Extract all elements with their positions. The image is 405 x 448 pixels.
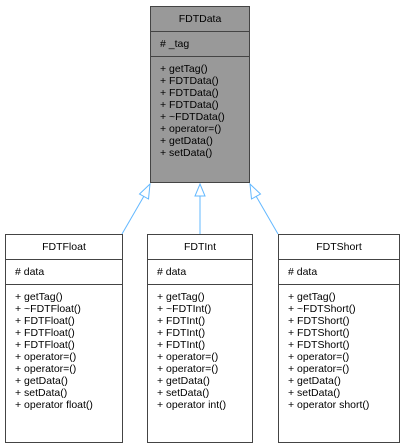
operation-assignment: + operator=() bbox=[15, 351, 77, 363]
operation-gettag: + getTag() bbox=[160, 63, 208, 75]
attribute-section-fdtfloat: # data bbox=[6, 259, 122, 284]
operation-constructor: + FDTInt() bbox=[157, 315, 206, 327]
operation-getdata: + getData() bbox=[160, 135, 213, 147]
operation-gettag: + getTag() bbox=[15, 291, 63, 303]
operation-constructor: + FDTShort() bbox=[288, 327, 350, 339]
operation-conversion: + operator float() bbox=[15, 399, 93, 411]
class-box-fdtshort[interactable]: FDTShort # data + getTag() + ~FDTShort()… bbox=[278, 234, 400, 443]
operation-section-fdtshort: + getTag() + ~FDTShort() + FDTShort() + … bbox=[279, 284, 399, 411]
operation-constructor: + FDTData() bbox=[160, 87, 219, 99]
operation-constructor: + FDTInt() bbox=[157, 339, 206, 351]
attribute-section-fdtdata: # _tag bbox=[151, 31, 249, 56]
attribute-section-fdtint: # data bbox=[148, 259, 252, 284]
class-name-fdtshort: FDTShort bbox=[316, 241, 362, 253]
operation-setdata: + setData() bbox=[160, 147, 213, 159]
operation-assignment: + operator=() bbox=[160, 123, 222, 135]
operation-constructor: + FDTFloat() bbox=[15, 327, 75, 339]
class-name-fdtdata: FDTData bbox=[178, 13, 222, 25]
inheritance-arrowhead-fdtint bbox=[194, 182, 206, 197]
operation-destructor: + ~FDTInt() bbox=[157, 303, 212, 315]
operation-constructor: + FDTShort() bbox=[288, 339, 350, 351]
operation-assignment: + operator=() bbox=[288, 363, 350, 375]
attribute-section-fdtshort: # data bbox=[279, 259, 399, 284]
operation-setdata: + setData() bbox=[157, 387, 210, 399]
operation-conversion: + operator int() bbox=[157, 399, 227, 411]
inheritance-line-fdtfloat bbox=[121, 195, 145, 235]
operation-conversion: + operator short() bbox=[288, 399, 370, 411]
inheritance-arrowhead-fdtshort bbox=[249, 182, 262, 200]
class-box-fdtfloat[interactable]: FDTFloat # data + getTag() + ~FDTFloat()… bbox=[5, 234, 123, 443]
operation-constructor: + FDTData() bbox=[160, 75, 219, 87]
operation-constructor: + FDTData() bbox=[160, 99, 219, 111]
attribute-tag: # _tag bbox=[160, 38, 190, 50]
operation-section-fdtdata: + getTag() + FDTData() + FDTData() + FDT… bbox=[151, 56, 249, 159]
operation-gettag: + getTag() bbox=[288, 291, 336, 303]
operation-constructor: + FDTInt() bbox=[157, 327, 206, 339]
operation-assignment: + operator=() bbox=[157, 351, 219, 363]
attribute-data: # data bbox=[288, 266, 318, 278]
operation-assignment: + operator=() bbox=[157, 363, 219, 375]
class-name-fdtint: FDTInt bbox=[183, 241, 217, 253]
operation-setdata: + setData() bbox=[15, 387, 68, 399]
operation-destructor: + ~FDTFloat() bbox=[15, 303, 81, 315]
operation-setdata: + setData() bbox=[288, 387, 341, 399]
attribute-data: # data bbox=[157, 266, 187, 278]
operation-constructor: + FDTShort() bbox=[288, 315, 350, 327]
inheritance-line-fdtshort bbox=[255, 195, 279, 235]
operation-destructor: + ~FDTData() bbox=[160, 111, 225, 123]
class-box-fdtdata[interactable]: FDTData # _tag + getTag() + FDTData() + … bbox=[150, 6, 250, 183]
class-box-fdtint[interactable]: FDTInt # data + getTag() + ~FDTInt() + F… bbox=[147, 234, 253, 443]
operation-getdata: + getData() bbox=[15, 375, 68, 387]
operation-section-fdtint: + getTag() + ~FDTInt() + FDTInt() + FDTI… bbox=[148, 284, 252, 411]
attribute-data: # data bbox=[15, 266, 45, 278]
operation-gettag: + getTag() bbox=[157, 291, 205, 303]
class-name-fdtfloat: FDTFloat bbox=[42, 241, 86, 253]
operation-destructor: + ~FDTShort() bbox=[288, 303, 356, 315]
operation-assignment: + operator=() bbox=[15, 363, 77, 375]
operation-constructor: + FDTFloat() bbox=[15, 339, 75, 351]
operation-assignment: + operator=() bbox=[288, 351, 350, 363]
operation-section-fdtfloat: + getTag() + ~FDTFloat() + FDTFloat() + … bbox=[6, 284, 122, 411]
operation-getdata: + getData() bbox=[157, 375, 210, 387]
inheritance-arrowhead-fdtfloat bbox=[138, 182, 151, 200]
operation-getdata: + getData() bbox=[288, 375, 341, 387]
operation-constructor: + FDTFloat() bbox=[15, 315, 75, 327]
